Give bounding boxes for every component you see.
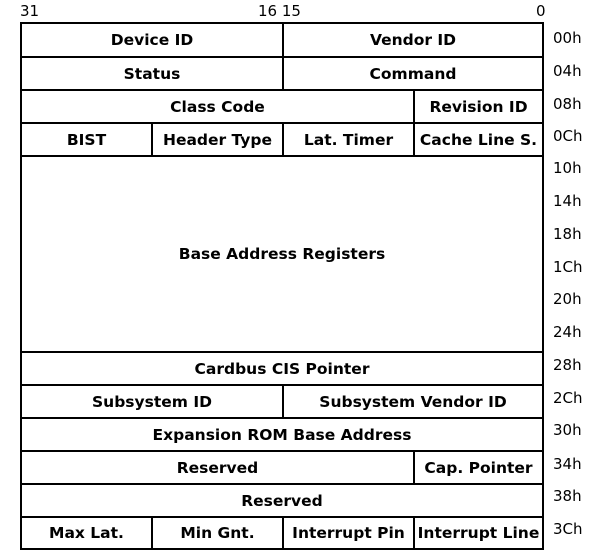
offset-label: 2Ch [553,389,583,407]
command-field: Command [369,64,457,83]
vendor-id-field: Vendor ID [369,31,457,49]
bist-field: BIST [66,130,107,149]
revision-id-field: Revision ID [429,97,528,116]
offset-label: 1Ch [553,258,583,276]
offset-label: 04h [553,62,582,80]
offset-label: 24h [553,323,582,341]
cache-line-size-field: Cache Line S. [419,130,538,149]
offset-label: 08h [553,95,582,113]
cap-pointer-field: Cap. Pointer [424,458,533,477]
reserved-field-34h: Reserved [176,458,259,477]
offset-label: 20h [553,290,582,308]
class-code-field: Class Code [170,97,265,116]
offset-label: 10h [553,159,582,177]
offset-label: 18h [553,225,582,243]
offset-label: 34h [553,455,582,473]
offset-label: 0Ch [553,127,583,145]
pci-config-header-table: Device ID Vendor ID Status Command Class… [20,22,544,550]
base-address-registers-field: Base Address Registers [178,245,386,263]
device-id-field: Device ID [110,31,194,49]
offset-label: 3Ch [553,520,583,538]
offset-label: 00h [553,29,582,47]
min-gnt-field: Min Gnt. [180,524,255,542]
offset-label: 38h [553,487,582,505]
header-type-field: Header Type [162,130,273,149]
status-field: Status [123,64,181,83]
bit-0-label: 0 [536,2,546,20]
subsystem-vendor-id-field: Subsystem Vendor ID [319,392,507,411]
cardbus-cis-pointer-field: Cardbus CIS Pointer [194,359,370,378]
interrupt-line-field: Interrupt Line [417,524,540,542]
bit-16-15-label: 16 15 [258,2,301,20]
max-lat-field: Max Lat. [49,524,124,542]
offset-label: 30h [553,421,582,439]
reserved-field-38h: Reserved [241,491,323,510]
expansion-rom-base-address-field: Expansion ROM Base Address [152,425,412,444]
bit-31-label: 31 [20,2,40,20]
offset-label: 28h [553,356,582,374]
lat-timer-field: Lat. Timer [303,130,394,149]
offset-label: 14h [553,192,582,210]
interrupt-pin-field: Interrupt Pin [292,524,405,542]
subsystem-id-field: Subsystem ID [92,392,212,411]
